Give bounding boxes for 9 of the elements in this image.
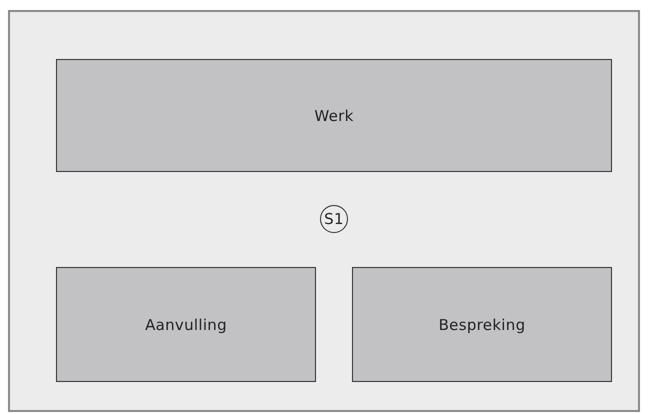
- process-box: [56, 59, 612, 172]
- state-circle: [320, 205, 348, 233]
- process-box: [56, 267, 316, 382]
- process-box: [352, 267, 612, 382]
- box-label: Werk: [314, 106, 354, 124]
- frame-panel: [8, 10, 640, 412]
- box-label: Aanvulling: [145, 316, 227, 334]
- state-label: S1: [324, 210, 344, 228]
- box-label: Bespreking: [438, 316, 526, 334]
